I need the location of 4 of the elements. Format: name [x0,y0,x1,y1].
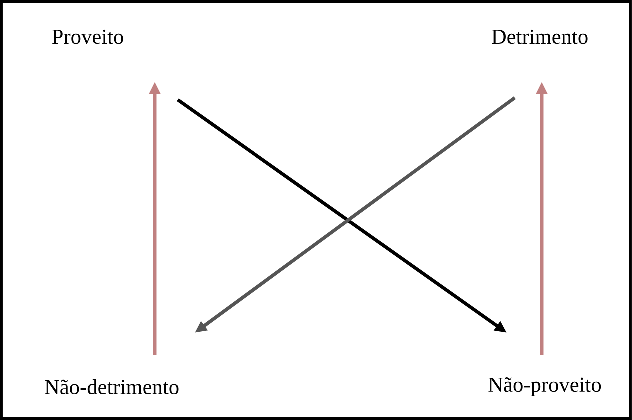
term-label: Detrimento [492,30,588,44]
term-label: Não-proveito [488,378,602,396]
term-label: Não-detrimento [45,379,179,394]
term-label: Proveito [52,30,124,44]
